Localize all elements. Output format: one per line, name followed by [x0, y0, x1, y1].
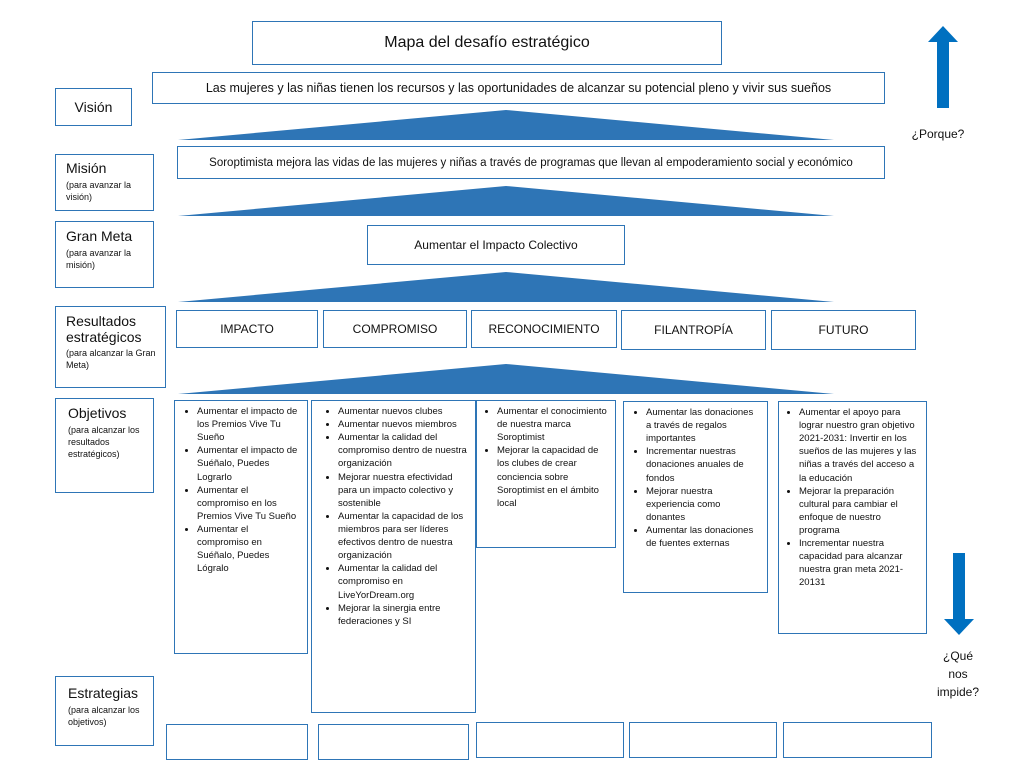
- objective-item: Aumentar el impacto de los Premios Vive …: [197, 405, 301, 444]
- strategies-sublabel: (para alcanzar los objetivos): [68, 704, 140, 728]
- objective-item: Mejorar la sinergia entre federaciones y…: [338, 602, 469, 628]
- why-label: ¿Porque?: [911, 127, 965, 141]
- mission-text-box: Soroptimista mejora las vidas de las muj…: [177, 146, 885, 179]
- mission-roof-shape: [178, 186, 834, 216]
- objective-item: Aumentar las donaciones de fuentes exter…: [646, 524, 761, 550]
- outcome-label: FUTURO: [818, 323, 869, 337]
- arrow-up-icon: [928, 26, 958, 108]
- vision-roof-shape: [178, 110, 834, 140]
- mission-label: Misión: [66, 160, 107, 176]
- objective-item: Aumentar nuevos miembros: [338, 418, 469, 431]
- objectives-column-futuro: Aumentar el apoyo para lograr nuestro gr…: [778, 401, 927, 634]
- objective-item: Aumentar el impacto de Suéñalo, Puedes L…: [197, 444, 301, 483]
- strategy-box-impacto: [166, 724, 308, 760]
- objective-item: Aumentar el compromiso en los Premios Vi…: [197, 484, 301, 523]
- vision-text: Las mujeres y las niñas tienen los recur…: [205, 81, 832, 95]
- mission-sublabel: (para avanzar la visión): [66, 179, 132, 203]
- objective-item: Aumentar la calidad del compromiso dentr…: [338, 431, 469, 470]
- arrow-down-icon: [944, 553, 974, 635]
- vision-label: Visión: [74, 99, 113, 115]
- objective-item: Mejorar nuestra efectividad para un impa…: [338, 471, 469, 510]
- strategy-box-compromiso: [318, 724, 469, 760]
- objective-item: Aumentar la calidad del compromiso en Li…: [338, 562, 469, 601]
- goal-roof-shape: [178, 272, 834, 302]
- outcome-futuro: FUTURO: [771, 310, 916, 350]
- outcome-compromiso: COMPROMISO: [323, 310, 467, 348]
- outcome-label: FILANTROPÍA: [654, 323, 733, 337]
- objective-item: Aumentar nuevos clubes: [338, 405, 469, 418]
- outcome-label: RECONOCIMIENTO: [488, 322, 600, 336]
- goal-label: Gran Meta: [66, 228, 133, 244]
- outcome-roof-shape: [178, 364, 834, 394]
- goal-sublabel: (para avanzar la misión): [66, 247, 132, 271]
- objective-item: Aumentar el apoyo para lograr nuestro gr…: [799, 406, 920, 485]
- objectives-label-box: Objetivos (para alcanzar los resultados …: [55, 398, 154, 493]
- vision-label-box: Visión: [55, 88, 132, 126]
- outcome-impacto: IMPACTO: [176, 310, 318, 348]
- objectives-column-compromiso: Aumentar nuevos clubes Aumentar nuevos m…: [311, 400, 476, 713]
- objective-item: Aumentar la capacidad de los miembros pa…: [338, 510, 469, 562]
- outcome-filantropia: FILANTROPÍA: [621, 310, 766, 350]
- objectives-label: Objetivos: [68, 405, 127, 421]
- objective-item: Aumentar el conocimiento de nuestra marc…: [497, 405, 609, 444]
- objectives-column-impacto: Aumentar el impacto de los Premios Vive …: [174, 400, 308, 654]
- objectives-column-reconocimiento: Aumentar el conocimiento de nuestra marc…: [476, 400, 616, 548]
- what-stops-line: impide?: [936, 685, 980, 699]
- outcomes-sublabel: (para alcanzar la Gran Meta): [66, 348, 156, 371]
- outcome-label: COMPROMISO: [352, 322, 438, 336]
- objective-item: Incrementar nuestras donaciones anuales …: [646, 445, 761, 484]
- outcome-reconocimiento: RECONOCIMIENTO: [471, 310, 617, 348]
- outcomes-label: Resultados estratégicos: [66, 313, 142, 346]
- diagram-title: Mapa del desafío estratégico: [252, 21, 722, 65]
- what-stops-label: ¿Qué nos impide?: [928, 647, 988, 701]
- goal-label-box: Gran Meta (para avanzar la misión): [55, 221, 154, 288]
- strategies-label-box: Estrategias (para alcanzar los objetivos…: [55, 676, 154, 746]
- objective-item: Mejorar la preparación cultural para cam…: [799, 485, 920, 537]
- objectives-column-filantropia: Aumentar las donaciones a través de rega…: [623, 401, 768, 593]
- goal-text: Aumentar el Impacto Colectivo: [414, 238, 578, 252]
- objective-item: Incrementar nuestra capacidad para alcan…: [799, 537, 920, 589]
- strategies-label: Estrategias: [68, 685, 139, 701]
- what-stops-line: nos: [948, 667, 968, 681]
- objective-item: Aumentar las donaciones a través de rega…: [646, 406, 761, 445]
- mission-text: Soroptimista mejora las vidas de las muj…: [209, 156, 853, 169]
- what-stops-line: ¿Qué: [942, 649, 973, 663]
- outcomes-label-box: Resultados estratégicos (para alcanzar l…: [55, 306, 166, 388]
- strategy-box-filantropia: [629, 722, 777, 758]
- objective-item: Mejorar nuestra experiencia como donante…: [646, 485, 761, 524]
- outcome-label: IMPACTO: [220, 322, 274, 336]
- mission-label-box: Misión (para avanzar la visión): [55, 154, 154, 211]
- vision-text-box: Las mujeres y las niñas tienen los recur…: [152, 72, 885, 104]
- goal-text-box: Aumentar el Impacto Colectivo: [367, 225, 625, 265]
- strategy-box-reconocimiento: [476, 722, 624, 758]
- objective-item: Aumentar el compromiso en Suéñalo, Puede…: [197, 523, 301, 575]
- strategy-box-futuro: [783, 722, 932, 758]
- objectives-sublabel: (para alcanzar los resultados estratégic…: [68, 424, 140, 460]
- objective-item: Mejorar la capacidad de los clubes de cr…: [497, 444, 609, 510]
